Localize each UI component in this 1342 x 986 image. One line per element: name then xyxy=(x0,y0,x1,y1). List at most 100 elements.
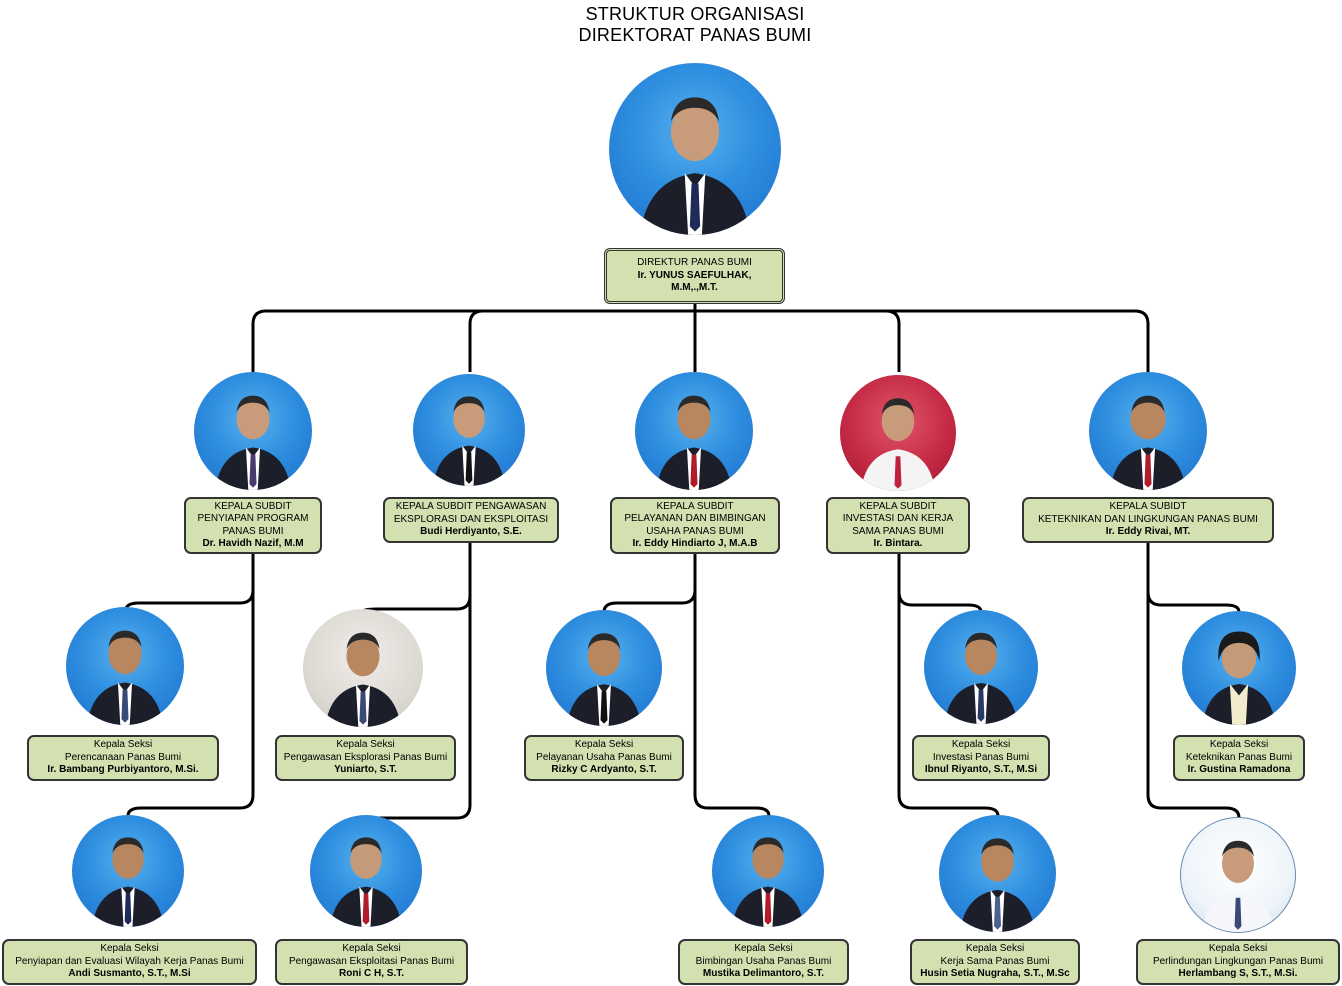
director-name: Ir. YUNUS SAEFULHAK, xyxy=(637,269,752,281)
subdit-3-role-line1: KEPALA SUBDIT xyxy=(656,500,734,512)
section-6-role: Kepala Seksi xyxy=(734,943,793,955)
section-5-box: Kepala Seksi Pelayanan Usaha Panas Bumi … xyxy=(524,735,684,781)
section-4-name: Roni C H, S.T. xyxy=(339,968,404,980)
subdit-2-box: KEPALA SUBDIT PENGAWASAN EKSPLORASI DAN … xyxy=(383,497,559,543)
section-7-photo xyxy=(924,610,1038,724)
subdit-3-role-line2: PELAYANAN DAN BIMBINGAN xyxy=(624,513,766,524)
director-box: DIREKTUR PANAS BUMI Ir. YUNUS SAEFULHAK,… xyxy=(604,248,785,304)
section-6-unit: Bimbingan Usaha Panas Bumi xyxy=(695,955,832,967)
section-9-box: Kepala Seksi Keteknikan Panas Bumi Ir. G… xyxy=(1173,735,1305,781)
director-role: DIREKTUR PANAS BUMI xyxy=(637,257,752,269)
subdit-1-role-line3: PANAS BUMI xyxy=(222,525,284,537)
section-9-unit: Keteknikan Panas Bumi xyxy=(1185,751,1293,763)
section-6-photo xyxy=(712,815,824,927)
subdit-4-name: Ir. Bintara. xyxy=(873,538,923,549)
chart-title-line1: STRUKTUR ORGANISASI xyxy=(585,4,805,24)
subdit-1-photo xyxy=(194,372,312,490)
section-8-role: Kepala Seksi xyxy=(965,943,1025,955)
person-avatar-icon xyxy=(433,396,505,486)
connector-s3-a xyxy=(602,553,697,613)
director-photo xyxy=(609,63,781,235)
connector-s1-a xyxy=(124,553,255,611)
section-10-name: Herlambang S, S.T., M.Si. xyxy=(1178,968,1298,980)
connector-s5-b xyxy=(1146,592,1241,819)
subdit-5-name: Ir. Eddy Rivai, MT. xyxy=(1105,526,1191,538)
section-1-photo xyxy=(66,607,184,725)
section-3-unit: Pengawasan Eksplorasi Panas Bumi xyxy=(283,751,448,763)
section-9-photo xyxy=(1182,611,1296,725)
section-6-box: Kepala Seksi Bimbingan Usaha Panas Bumi … xyxy=(678,939,849,985)
subdit-2-photo xyxy=(413,374,525,486)
person-avatar-icon xyxy=(639,97,751,235)
section-4-photo xyxy=(310,815,422,927)
subdit-3-role-line3: USAHA PANAS BUMI xyxy=(646,525,744,537)
section-10-role: Kepala Seksi xyxy=(1208,943,1268,955)
subdit-5-role-line2: KETEKNIKAN DAN LINGKUNGAN PANAS BUMI xyxy=(1038,513,1258,525)
section-9-role: Kepala Seksi xyxy=(1209,739,1269,751)
chart-title-line2: DIREKTORAT PANAS BUMI xyxy=(578,25,812,45)
subdit-5-role-line1: KEPALA SUBIDT xyxy=(1109,501,1187,513)
subdit-3-box: KEPALA SUBDIT PELAYANAN DAN BIMBINGAN US… xyxy=(610,497,780,554)
subdit-4-role-line3: SAMA PANAS BUMI xyxy=(852,525,944,537)
subdit-5-box: KEPALA SUBIDT KETEKNIKAN DAN LINGKUNGAN … xyxy=(1022,497,1274,543)
connector-s4-a xyxy=(897,553,983,613)
section-10-photo xyxy=(1180,817,1296,933)
chart-title: STRUKTUR ORGANISASI DIREKTORAT PANAS BUM… xyxy=(0,4,1342,46)
section-1-role: Kepala Seksi xyxy=(93,739,153,751)
person-avatar-icon xyxy=(732,837,804,927)
person-avatar-icon xyxy=(1202,631,1276,725)
person-avatar-icon xyxy=(960,838,1035,932)
section-10-box: Kepala Seksi Perlindungan Lingkungan Pan… xyxy=(1136,939,1340,985)
section-8-unit: Kerja Sama Panas Bumi xyxy=(940,955,1050,967)
section-2-name: Andi Susmanto, S.T., M.Si xyxy=(68,968,191,980)
subdit-1-box: KEPALA SUBDIT PENYIAPAN PROGRAM PANAS BU… xyxy=(184,497,322,554)
section-7-name: Ibnul Riyanto, S.T., M.Si xyxy=(924,764,1038,776)
subdit-4-photo xyxy=(840,375,956,491)
section-10-unit: Perlindungan Lingkungan Panas Bumi xyxy=(1152,955,1324,967)
section-4-box: Kepala Seksi Pengawasan Eksploitasi Pana… xyxy=(275,939,468,985)
subdit-1-role-line1: KEPALA SUBDIT xyxy=(214,500,292,512)
person-avatar-icon xyxy=(87,630,163,725)
section-7-box: Kepala Seksi Investasi Panas Bumi Ibnul … xyxy=(912,735,1050,781)
person-avatar-icon xyxy=(656,395,732,490)
section-3-photo xyxy=(303,609,423,727)
section-1-unit: Perencanaan Panas Bumi xyxy=(64,751,182,763)
section-1-name: Ir. Bambang Purbiyantoro, M.Si. xyxy=(47,764,199,776)
subdit-4-role-line1: KEPALA SUBDIT xyxy=(859,500,937,512)
section-8-name: Husin Setia Nugraha, S.T., M.Sc xyxy=(920,968,1070,980)
section-5-unit: Pelayanan Usaha Panas Bumi xyxy=(536,751,672,763)
person-avatar-icon xyxy=(1110,395,1186,490)
subdit-5-photo xyxy=(1089,372,1207,490)
section-7-unit: Investasi Panas Bumi xyxy=(932,751,1030,763)
person-avatar-icon xyxy=(1201,840,1275,932)
connector-subdit-4 xyxy=(885,309,901,372)
person-avatar-icon xyxy=(92,837,164,927)
connector-s4-b xyxy=(897,592,1000,817)
person-avatar-icon xyxy=(860,398,936,491)
section-8-photo xyxy=(939,815,1056,932)
person-avatar-icon xyxy=(330,837,402,927)
subdit-2-role-line2: EKSPLORASI DAN EKSPLOITASI xyxy=(393,513,549,525)
connector-subdit-2 xyxy=(468,309,484,372)
subdit-3-photo xyxy=(635,372,753,490)
person-avatar-icon xyxy=(944,632,1018,724)
subdit-1-name: Dr. Havidh Nazif, M.M xyxy=(202,538,304,549)
section-3-name: Yuniarto, S.T. xyxy=(334,764,397,776)
subdit-4-box: KEPALA SUBDIT INVESTASI DAN KERJA SAMA P… xyxy=(826,497,970,554)
section-1-box: Kepala Seksi Perencanaan Panas Bumi Ir. … xyxy=(27,735,219,781)
connector-s2-a xyxy=(361,541,472,613)
connector-s5-a xyxy=(1146,541,1241,613)
person-avatar-icon xyxy=(566,633,642,726)
section-5-name: Rizky C Ardyanto, S.T. xyxy=(551,764,657,776)
section-5-photo xyxy=(546,610,662,726)
section-4-role: Kepala Seksi xyxy=(342,943,401,955)
section-2-box: Kepala Seksi Penyiapan dan Evaluasi Wila… xyxy=(2,939,257,985)
section-2-unit: Penyiapan dan Evaluasi Wilayah Kerja Pan… xyxy=(15,955,244,967)
section-4-unit: Pengawasan Eksploitasi Panas Bumi xyxy=(288,955,455,967)
person-avatar-icon xyxy=(325,632,401,727)
subdit-2-role-line1: KEPALA SUBDIT PENGAWASAN xyxy=(395,501,547,513)
subdit-3-name: Ir. Eddy Hindiarto J, M.A.B xyxy=(632,538,758,549)
section-3-role: Kepala Seksi xyxy=(336,739,395,751)
section-2-photo xyxy=(72,815,184,927)
section-2-role: Kepala Seksi xyxy=(100,943,159,955)
